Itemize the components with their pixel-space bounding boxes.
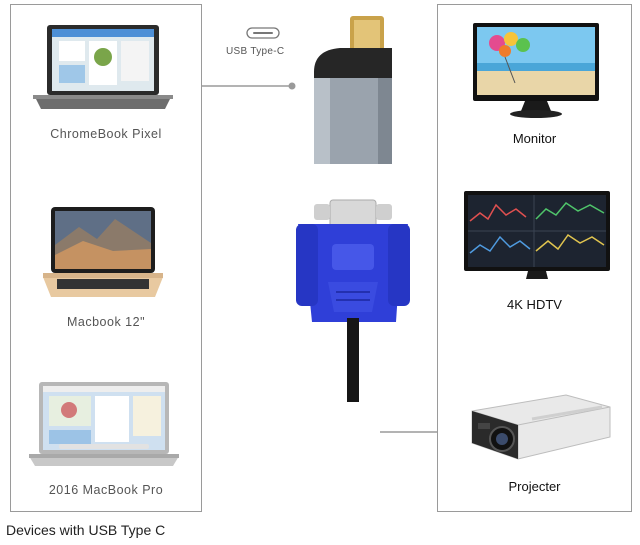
caption: Devices with USB Type C bbox=[6, 522, 166, 538]
device-label-chromebook: ChromeBook Pixel bbox=[50, 127, 162, 141]
projector-icon bbox=[471, 394, 611, 460]
laptop-macbook-icon bbox=[43, 207, 163, 297]
device-label-macbook-pro: 2016 MacBook Pro bbox=[48, 483, 164, 497]
device-label-hdtv: 4K HDTV bbox=[507, 297, 562, 312]
usb-c-to-vga-adapter bbox=[296, 16, 410, 402]
source-devices-panel: ChromeBook Pixel Macbook 12" 2016 MacBoo… bbox=[10, 4, 202, 512]
laptop-macbook-pro-icon bbox=[29, 382, 179, 466]
monitor-icon bbox=[473, 23, 599, 118]
device-label-macbook-12: Macbook 12" bbox=[66, 315, 146, 329]
connector-label: USB Type-C bbox=[226, 46, 285, 57]
device-label-monitor: Monitor bbox=[512, 131, 557, 146]
device-label-projector: Projecter bbox=[508, 479, 561, 494]
display-devices-panel: Monitor 4K HDTV Projecter bbox=[437, 4, 632, 512]
laptop-chromebook-icon bbox=[33, 25, 173, 109]
usb-c-icon bbox=[246, 27, 280, 39]
hdtv-icon bbox=[464, 191, 610, 279]
